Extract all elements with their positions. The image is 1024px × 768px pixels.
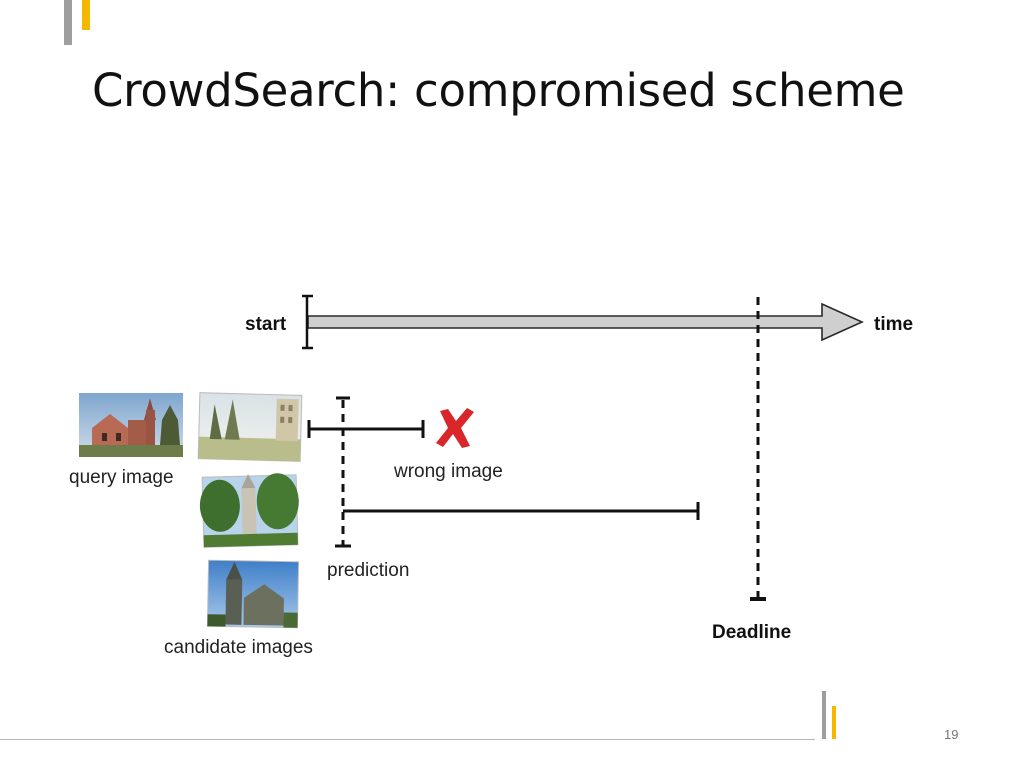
query-image [79,393,183,457]
correct-duration-bar [343,502,700,520]
start-label: start [245,314,287,335]
time-arrow [307,302,864,342]
query-image-label: query image [69,467,174,488]
wrong-image-label: wrong image [393,461,503,482]
top-deco-yellow-bar [82,0,90,30]
candidate-image-1 [197,392,303,462]
candidate-images-label: candidate images [164,637,313,658]
footer-divider [0,739,815,740]
footer-deco-yellow-bar [832,706,836,739]
top-deco-gray-bar [64,0,72,45]
start-bracket [302,294,313,350]
page-number: 19 [944,727,959,742]
slide-title: CrowdSearch: compromised scheme [92,64,905,117]
wrong-duration-bar [307,420,425,438]
cross-mark-icon [436,408,474,448]
prediction-marker [335,396,351,548]
prediction-label: prediction [327,560,409,581]
deadline-marker [750,297,766,601]
footer-deco-gray-bar [822,691,826,739]
candidate-image-2 [199,473,299,548]
deadline-label: Deadline [712,622,791,643]
time-label: time [874,314,913,335]
candidate-image-3 [206,559,300,629]
